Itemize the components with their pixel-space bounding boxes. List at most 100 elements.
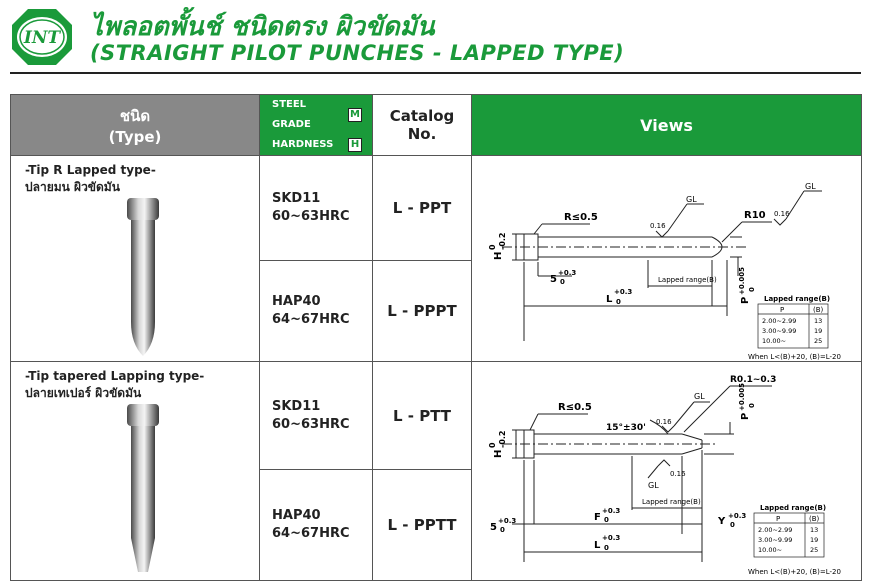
- svg-text:0: 0: [748, 403, 756, 408]
- svg-text:-0.2: -0.2: [498, 233, 507, 251]
- svg-text:0: 0: [604, 516, 609, 524]
- dim-l-label: L: [594, 540, 601, 551]
- svg-text:(B): (B): [809, 515, 820, 523]
- lapped-range-label: Lapped range(B): [658, 276, 717, 284]
- table-row: HAP40 64~67HRC L - PPTT: [11, 469, 862, 581]
- type-cell-tip-r: -Tip R Lapped type- ปลายมน ผิวขัดมัน: [10, 155, 260, 362]
- type-cell-tip-tapered: -Tip tapered Lapping type- ปลายเทเปอร์ ผ…: [10, 361, 260, 581]
- drawing-cell-tip-tapered: R≤0.5 R0.1~0.3 GL 0.16 15°±30' GL 0.16 H…: [471, 361, 862, 581]
- svg-text:+0.3: +0.3: [728, 512, 746, 520]
- svg-text:13: 13: [810, 526, 818, 534]
- svg-text:0: 0: [748, 287, 756, 292]
- hardness-badge: H: [348, 138, 362, 152]
- svg-text:(B): (B): [813, 306, 824, 314]
- svg-text:13: 13: [814, 317, 822, 325]
- header-type: ชนิด (Type): [10, 94, 260, 156]
- page-title-thai: ไพลอตพั้นช์ ชนิดตรง ผิวขัดมัน: [90, 12, 435, 42]
- title-divider: [10, 72, 861, 74]
- catalog-number: L - PPTT: [372, 469, 472, 581]
- type-name-en: -Tip tapered Lapping type-: [25, 369, 205, 383]
- material-cell: HAP40 64~67HRC: [259, 469, 373, 581]
- dim-5-label: 5: [550, 274, 557, 285]
- svg-text:19: 19: [814, 327, 822, 335]
- svg-text:P: P: [780, 306, 784, 314]
- dim-y-label: Y: [717, 516, 726, 527]
- svg-text:3.00~9.99: 3.00~9.99: [758, 536, 792, 544]
- drawing-cell-tip-r: R≤0.5 GL 0.16 R10 GL 0.16 H 0 -0.2 5 +0.…: [471, 155, 862, 362]
- catalog-number: L - PPT: [372, 155, 472, 261]
- dim-r-label: R≤0.5: [564, 212, 598, 223]
- svg-text:3.00~9.99: 3.00~9.99: [762, 327, 796, 335]
- svg-text:25: 25: [814, 337, 822, 345]
- gl-label-2: GL: [648, 481, 659, 490]
- dim-h-label: H: [493, 450, 504, 458]
- punch-image-tip-tapered: [127, 404, 159, 572]
- svg-text:+0.005: +0.005: [738, 383, 746, 411]
- logo-text: INT: [23, 28, 61, 48]
- angle-label: 15°±30': [606, 423, 646, 433]
- dim-l-label: L: [606, 294, 613, 305]
- svg-text:10.00~: 10.00~: [762, 337, 786, 345]
- dim-p-label: P: [740, 297, 751, 304]
- svg-text:10.00~: 10.00~: [758, 546, 782, 554]
- table-row: -Tip R Lapped type- ปลายมน ผิวขัดมัน SKD…: [10, 155, 862, 362]
- gl-label-1: GL: [694, 392, 705, 401]
- svg-text:+0.3: +0.3: [614, 288, 632, 296]
- material-cell: SKD11 60~63HRC: [259, 155, 373, 261]
- svg-text:+0.3: +0.3: [602, 534, 620, 542]
- svg-text:+0.3: +0.3: [602, 507, 620, 515]
- svg-text:+0.3: +0.3: [558, 269, 576, 277]
- drawing-note: When L<(B)+20, (B)=L-20: [748, 568, 841, 576]
- catalog-number: L - PPPT: [372, 259, 472, 362]
- drawing-note: When L<(B)+20, (B)=L-20: [748, 353, 841, 361]
- type-name-en: -Tip R Lapped type-: [25, 163, 156, 177]
- svg-text:19: 19: [810, 536, 818, 544]
- dim-r01-label: R0.1~0.3: [730, 375, 776, 385]
- svg-text:25: 25: [810, 546, 818, 554]
- svg-text:0: 0: [488, 244, 497, 250]
- material-cell: HAP40 64~67HRC: [259, 259, 373, 362]
- dim-f-label: F: [594, 512, 601, 523]
- svg-text:0: 0: [616, 298, 621, 306]
- lapped-table-title: Lapped range(B): [760, 504, 826, 512]
- steel-grade-badge: M: [348, 108, 362, 122]
- finish-label-1: 0.16: [656, 418, 672, 426]
- table-row: -Tip tapered Lapping type- ปลายเทเปอร์ ผ…: [10, 360, 862, 581]
- lapped-range-label: Lapped range(B): [642, 498, 701, 506]
- svg-text:2.00~2.99: 2.00~2.99: [762, 317, 796, 325]
- table-row: HAP40 64~67HRC L - PPPT: [11, 259, 862, 362]
- type-name-th: ปลายเทเปอร์ ผิวขัดมัน: [25, 386, 142, 400]
- technical-drawing-tip-tapered: R≤0.5 R0.1~0.3 GL 0.16 15°±30' GL 0.16 H…: [488, 375, 841, 576]
- svg-text:0: 0: [488, 442, 497, 448]
- svg-text:P: P: [776, 515, 780, 523]
- dim-r10-label: R10: [744, 210, 766, 221]
- technical-drawing-tip-r: R≤0.5 GL 0.16 R10 GL 0.16 H 0 -0.2 5 +0.…: [488, 182, 841, 361]
- dim-p-label: P: [740, 413, 751, 420]
- dim-5-label: 5: [490, 522, 497, 533]
- svg-text:+0.3: +0.3: [498, 517, 516, 525]
- svg-text:0: 0: [730, 521, 735, 529]
- punch-image-tip-r: [127, 198, 159, 356]
- lapped-table-title: Lapped range(B): [764, 295, 830, 303]
- material-cell: SKD11 60~63HRC: [259, 360, 373, 471]
- header-catalog: Catalog No.: [372, 94, 472, 156]
- svg-text:0: 0: [604, 544, 609, 552]
- gl-label-2: GL: [805, 182, 816, 191]
- dim-r-label: R≤0.5: [558, 402, 592, 413]
- svg-text:0: 0: [560, 278, 565, 286]
- svg-text:+0.005: +0.005: [738, 267, 746, 295]
- finish-label-2: 0.16: [774, 210, 790, 218]
- catalog-number: L - PTT: [372, 360, 472, 471]
- svg-text:0: 0: [500, 526, 505, 534]
- page-title-english: (STRAIGHT PILOT PUNCHES - LAPPED TYPE): [90, 41, 625, 65]
- finish-label-1: 0.16: [650, 222, 666, 230]
- gl-label-1: GL: [686, 195, 697, 204]
- int-logo: INT: [12, 9, 72, 65]
- finish-label-2: 0.16: [670, 470, 686, 478]
- type-name-th: ปลายมน ผิวขัดมัน: [25, 180, 120, 194]
- dim-h-label: H: [493, 252, 504, 260]
- header-views: Views: [471, 94, 862, 156]
